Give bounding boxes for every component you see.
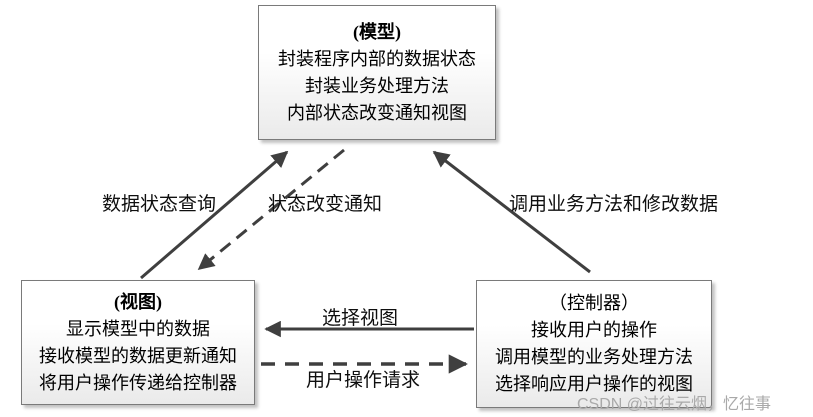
- controller-box: （控制器） 接收用户的操作 调用模型的业务处理方法 选择响应用户操作的视图: [476, 280, 712, 408]
- model-box-line: 封装程序内部的数据状态: [278, 48, 476, 69]
- view-box-line: 接收模型的数据更新通知: [39, 345, 237, 366]
- view-box: (视图) 显示模型中的数据 接收模型的数据更新通知 将用户操作传递给控制器: [21, 280, 255, 405]
- edge-label-data-state-query: 数据状态查询: [102, 194, 217, 215]
- edge-label-state-change-notify: 状态改变通知: [268, 194, 383, 215]
- view-box-line: 将用户操作传递给控制器: [39, 372, 237, 393]
- view-box-title: (视图): [114, 291, 162, 312]
- controller-box-line: 接收用户的操作: [531, 320, 657, 340]
- model-box-title: (模型): [353, 21, 401, 42]
- controller-box-line: 选择响应用户操作的视图: [495, 374, 693, 394]
- edge-label-select-view: 选择视图: [322, 308, 399, 329]
- controller-box-title: （控制器）: [549, 293, 639, 313]
- edge-label-user-operation-request: 用户操作请求: [306, 370, 421, 391]
- model-box-line: 封装业务处理方法: [305, 75, 449, 96]
- controller-box-line: 调用模型的业务处理方法: [495, 347, 693, 367]
- csdn-watermark: CSDN @过往云烟，忆往事: [577, 396, 772, 413]
- edge-label-invoke-business-method: 调用业务方法和修改数据: [509, 194, 719, 215]
- view-box-line: 显示模型中的数据: [66, 318, 210, 339]
- model-box-line: 内部状态改变通知视图: [287, 102, 467, 123]
- model-box: (模型) 封装程序内部的数据状态 封装业务处理方法 内部状态改变通知视图: [258, 5, 496, 140]
